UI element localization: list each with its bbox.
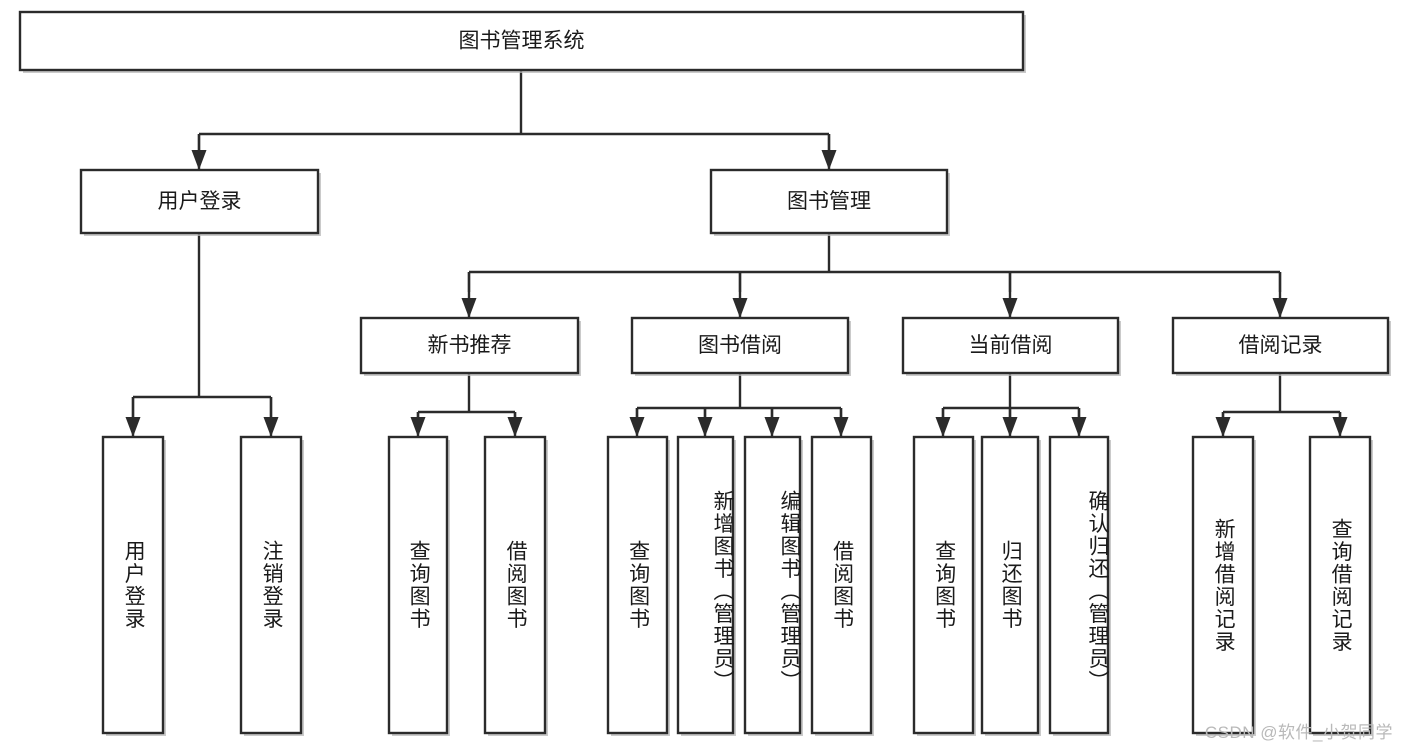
node-label-user-login: 用户登录 — [158, 190, 242, 213]
node-label-root: 图书管理系统 — [459, 30, 585, 53]
arrow-head-nbr-1 — [507, 417, 523, 437]
node-box-leaf-confirm-return-admin[interactable] — [1048, 435, 1110, 735]
arrow-head-bm-2 — [1002, 298, 1018, 318]
node-box-leaf-borrow-book-2[interactable] — [810, 435, 873, 735]
arrow-head-bb-2 — [764, 417, 780, 437]
arrow-head-br-1 — [1332, 417, 1348, 437]
node-label-book-borrow: 图书借阅 — [698, 334, 782, 357]
arrow-head-bm-1 — [732, 298, 748, 318]
node-box-borrow-record[interactable] — [1171, 316, 1390, 375]
node-box-leaf-query-book-1[interactable] — [387, 435, 449, 735]
node-label-book-manage: 图书管理 — [787, 190, 871, 213]
node-label-current-borrow: 当前借阅 — [969, 334, 1053, 357]
node-label-borrow-record: 借阅记录 — [1239, 334, 1323, 357]
node-box-leaf-user-login[interactable] — [101, 435, 165, 735]
node-box-user-login[interactable] — [79, 168, 320, 235]
arrow-head-cb-1 — [1002, 417, 1018, 437]
boxes-layer — [18, 10, 1391, 736]
node-box-leaf-query-borrow-record[interactable] — [1308, 435, 1372, 735]
arrow-head-ul-1 — [263, 417, 279, 437]
node-box-book-manage[interactable] — [709, 168, 949, 235]
node-box-new-book-recommend[interactable] — [359, 316, 580, 375]
node-box-leaf-edit-book-admin[interactable] — [743, 435, 802, 735]
arrow-head-root-0 — [191, 150, 207, 170]
node-box-leaf-query-book-2[interactable] — [606, 435, 669, 735]
arrow-head-cb-0 — [935, 417, 951, 437]
node-box-leaf-return-book[interactable] — [980, 435, 1040, 735]
node-box-leaf-user-logout[interactable] — [239, 435, 303, 735]
node-box-leaf-add-borrow-record[interactable] — [1191, 435, 1255, 735]
node-box-current-borrow[interactable] — [901, 316, 1120, 375]
arrow-head-bm-0 — [461, 298, 477, 318]
node-box-book-borrow[interactable] — [630, 316, 850, 375]
connectors-layer — [125, 70, 1348, 437]
arrow-head-br-0 — [1215, 417, 1231, 437]
node-label-new-book-recommend: 新书推荐 — [428, 334, 512, 357]
node-box-leaf-borrow-book-1[interactable] — [483, 435, 547, 735]
node-box-root[interactable] — [18, 10, 1025, 72]
arrow-head-bb-3 — [833, 417, 849, 437]
arrow-head-cb-2 — [1071, 417, 1087, 437]
arrow-head-root-1 — [821, 150, 837, 170]
arrow-head-ul-0 — [125, 417, 141, 437]
node-box-leaf-add-book-admin[interactable] — [676, 435, 735, 735]
csdn-watermark: CSDN @软件_小贺同学 — [1204, 723, 1393, 742]
arrow-head-bb-1 — [697, 417, 713, 437]
node-box-leaf-query-book-3[interactable] — [912, 435, 975, 735]
arrow-head-nbr-0 — [410, 417, 426, 437]
arrow-head-bb-0 — [629, 417, 645, 437]
arrow-head-bm-3 — [1272, 298, 1288, 318]
